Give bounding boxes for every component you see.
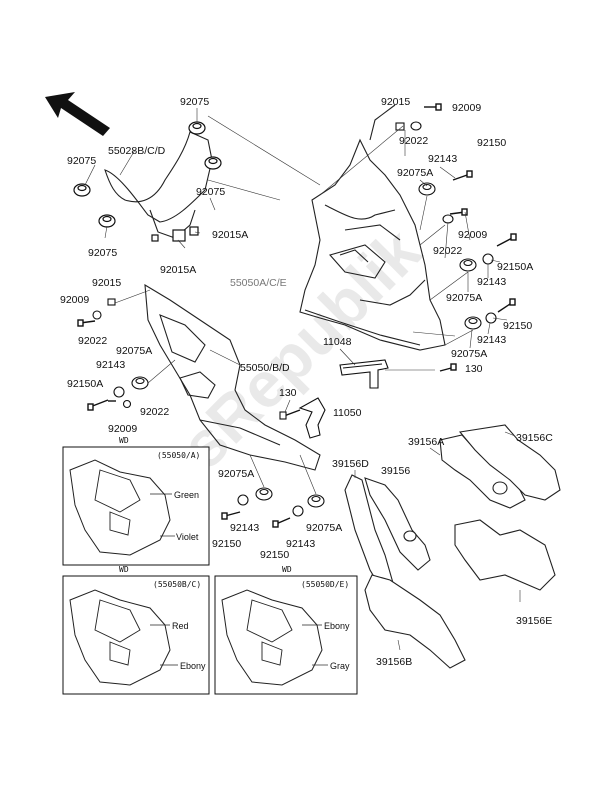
- inset-br-code: (55050D/E): [301, 580, 349, 589]
- bracket-11050: [279, 397, 326, 439]
- part-label: 39156D: [332, 458, 369, 470]
- upper-cowl-55050ACE: [299, 104, 446, 351]
- grommets-upper: [73, 121, 222, 242]
- part-label: 92015: [381, 96, 410, 108]
- bracket-11048: [339, 359, 389, 389]
- part-label: 11048: [323, 336, 352, 348]
- inset-bl-code: (55050B/C): [153, 580, 201, 589]
- inset-top-color1: Green: [174, 490, 199, 500]
- inset-br-color1: Ebony: [324, 621, 350, 631]
- part-label: 55028B/C/D: [108, 145, 166, 157]
- part-label: 92075A: [218, 468, 254, 480]
- inset-top-color2: Violet: [176, 532, 199, 542]
- inset-bl-color1: Red: [172, 621, 189, 631]
- label-leaders: [284, 130, 521, 651]
- part-label: 92150: [212, 538, 241, 550]
- part-label: 92150A: [497, 261, 533, 273]
- part-label: 92022: [399, 135, 428, 147]
- part-label: 92075: [67, 155, 96, 167]
- part-label: 11050: [333, 407, 362, 419]
- front-arrow-icon: [45, 92, 110, 136]
- part-label: 92015: [92, 277, 121, 289]
- bolts-left: [77, 319, 291, 528]
- fasteners-left: [92, 298, 325, 517]
- inset-top-code: (55050/A): [157, 451, 200, 460]
- part-label: 39156B: [376, 656, 412, 668]
- part-label: 92143: [96, 359, 125, 371]
- part-label: 92143: [286, 538, 315, 550]
- inset-br-color2: Gray: [330, 661, 350, 671]
- inset-top-tag: WD: [119, 436, 129, 445]
- part-label: 92143: [477, 334, 506, 346]
- part-label: 92075A: [451, 348, 487, 360]
- part-label: 92075A: [116, 345, 152, 357]
- part-label: 92143: [230, 522, 259, 534]
- inset-bottom-right: WD (55050D/E) Ebony Gray: [214, 565, 358, 695]
- inset-br-tag: WD: [282, 565, 292, 574]
- pads-39156: [344, 424, 561, 669]
- leader-lines-right: [319, 125, 474, 371]
- part-label: 92150A: [67, 378, 103, 390]
- part-label: 92075: [88, 247, 117, 259]
- part-label: 39156: [381, 465, 410, 477]
- bolts-right: [424, 103, 517, 372]
- part-label: 92075A: [397, 167, 433, 179]
- part-label: 130: [279, 387, 297, 399]
- part-label: 39156A: [408, 436, 444, 448]
- part-label: 92009: [458, 229, 487, 241]
- part-label: 92143: [428, 153, 457, 165]
- fasteners-right: [395, 121, 497, 330]
- part-label: 92150: [260, 549, 289, 561]
- part-label: 130: [465, 363, 483, 375]
- part-label: 92015A: [160, 264, 196, 276]
- part-label: 55050/B/D: [240, 362, 290, 374]
- part-label: 92143: [477, 276, 506, 288]
- part-label: 39156E: [516, 615, 552, 627]
- inset-bl-color2: Ebony: [180, 661, 206, 671]
- part-label: 92009: [60, 294, 89, 306]
- part-label: 92022: [78, 335, 107, 347]
- part-label: 92075A: [446, 292, 482, 304]
- part-label: 92022: [433, 245, 462, 257]
- part-label: 92075: [180, 96, 209, 108]
- part-label: 92015A: [212, 229, 248, 241]
- lower-cowl-55050BD: [144, 283, 321, 471]
- inset-bl-tag: WD: [119, 565, 129, 574]
- part-labels: 92075 55028B/C/D 92075 92075 92075 92015…: [60, 96, 553, 668]
- inset-top: WD (55050/A) Green Violet: [62, 436, 210, 566]
- part-label: 92150: [477, 137, 506, 149]
- inset-bottom-left: WD (55050B/C) Red Ebony: [62, 565, 210, 695]
- part-label: 92150: [503, 320, 532, 332]
- leader-lines: [84, 108, 321, 249]
- part-label: 55050A/C/E: [230, 277, 287, 289]
- part-label: 92022: [140, 406, 169, 418]
- part-label: 92009: [452, 102, 481, 114]
- part-label: 92075A: [306, 522, 342, 534]
- part-label: 92009: [108, 423, 137, 435]
- leader-lines-left: [114, 289, 317, 495]
- part-label: 39156C: [516, 432, 553, 444]
- part-label: 92075: [196, 186, 225, 198]
